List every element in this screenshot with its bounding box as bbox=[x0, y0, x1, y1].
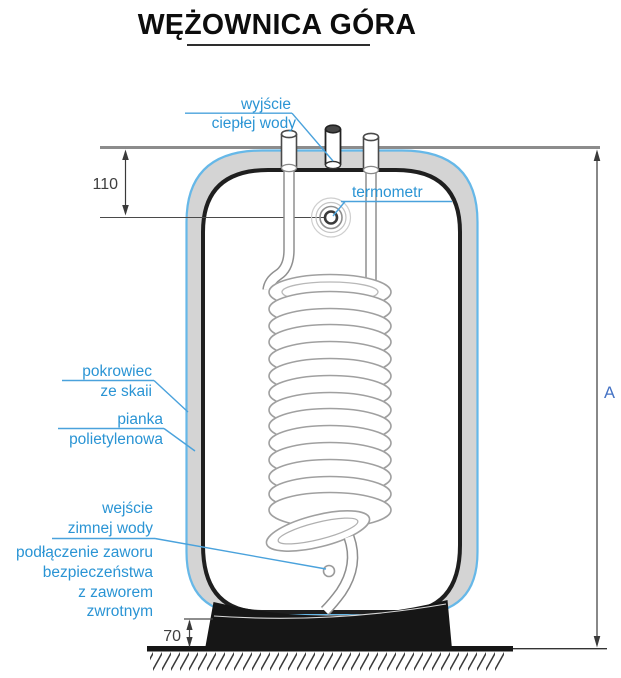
hot-water-outlet-pipe bbox=[324, 124, 342, 170]
label-cover-line1: pokrowiec bbox=[82, 363, 152, 380]
heating-coil bbox=[265, 273, 392, 616]
label-cold-inlet-line4: bezpieczeństwa bbox=[43, 564, 154, 581]
dim-a-label: A bbox=[604, 384, 615, 402]
thermometer-ring-inner bbox=[319, 205, 343, 230]
cold-inlet-leader bbox=[154, 537, 327, 570]
coil-inlet-pipe-top bbox=[280, 129, 298, 173]
ground-line bbox=[147, 646, 513, 652]
label-thermometer: termometr bbox=[352, 184, 423, 201]
dimension-70 bbox=[184, 618, 213, 648]
thermometer-ring-mid bbox=[315, 201, 347, 234]
thermometer-ring-outer bbox=[310, 197, 352, 238]
label-foam-line1: pianka bbox=[117, 411, 163, 428]
label-cover-line2: ze skaii bbox=[100, 383, 152, 400]
callout-leaders bbox=[52, 112, 452, 570]
foam-leader bbox=[163, 427, 196, 452]
tank-base-seam bbox=[213, 603, 447, 619]
dimension-a bbox=[593, 149, 601, 648]
label-cold-inlet-line3: podłączenie zaworu bbox=[16, 544, 153, 561]
label-foam-line2: polietylenowa bbox=[69, 431, 163, 448]
coil-end-tube bbox=[320, 535, 359, 616]
ground-hatch bbox=[150, 652, 504, 672]
cold-water-inlet-port bbox=[322, 564, 336, 578]
label-cold-inlet-line2: zimnej wody bbox=[68, 520, 154, 537]
dimension-110 bbox=[122, 149, 129, 216]
dim-70-label: 70 bbox=[163, 628, 181, 645]
thermometer-port bbox=[310, 197, 352, 238]
coil-end-loop bbox=[265, 510, 371, 552]
cover-leader bbox=[153, 379, 189, 413]
hot-outlet-leader bbox=[291, 112, 334, 162]
label-cold-inlet-line1: wejście bbox=[101, 500, 153, 517]
callout-labels: wyjście ciepłej wody termometr pokrowiec… bbox=[16, 96, 423, 620]
coil-pipe-left bbox=[262, 166, 295, 291]
coil-outlet-pipe-top bbox=[362, 132, 380, 175]
page-title: WĘŻOWNICA GÓRA bbox=[138, 9, 417, 41]
label-hot-outlet-line2: ciepłej wody bbox=[212, 115, 297, 132]
label-hot-outlet-line1: wyjście bbox=[240, 96, 291, 113]
label-cold-inlet-line6: zwrotnym bbox=[87, 603, 153, 620]
label-cold-inlet-line5: z zaworem bbox=[78, 584, 153, 601]
thermometer-leader bbox=[332, 201, 346, 217]
dim-110-label: 110 bbox=[92, 176, 118, 193]
